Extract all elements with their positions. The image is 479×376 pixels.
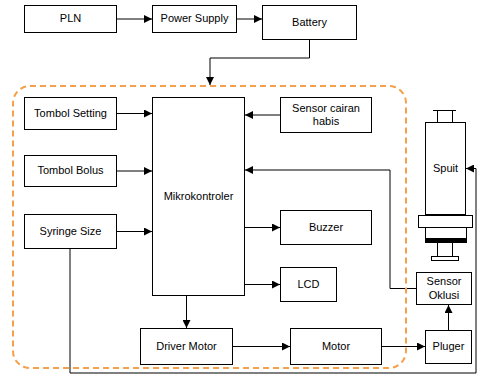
plunger-rod (438, 243, 453, 257)
connector-arrow (237, 19, 262, 20)
connector-arrow (245, 284, 280, 285)
node-label: Syringe Size (40, 225, 102, 238)
connector-arrow (70, 169, 476, 374)
plunger-seal (426, 239, 467, 243)
process-box: Driver Motor (140, 328, 233, 365)
process-box: PLN (24, 5, 117, 33)
connector-arrow (186, 296, 187, 328)
process-box: Spuit (425, 122, 466, 215)
syringe-cap (433, 110, 456, 111)
connector-arrow (245, 227, 280, 228)
connector-arrow (117, 171, 152, 172)
syringe-body-end (426, 228, 467, 239)
node-label: Driver Motor (156, 340, 217, 353)
connector-arrow (245, 115, 280, 116)
connector-arrow (117, 231, 152, 232)
connector-arrow (382, 346, 425, 347)
syringe-tip (438, 111, 453, 123)
process-box: Mikrokontroler (152, 97, 245, 296)
node-label: Buzzer (309, 221, 343, 234)
node-label: Sensor cairan habis (285, 102, 367, 128)
node-label: Sensor Oklusi (421, 275, 467, 301)
connector-arrow (233, 346, 290, 347)
process-box: Tombol Setting (24, 97, 117, 130)
node-label: Power Supply (161, 12, 229, 25)
process-box: Motor (290, 328, 382, 365)
connector-arrow (448, 305, 449, 330)
process-box: Sensor Oklusi (416, 272, 472, 305)
node-label: LCD (297, 278, 319, 291)
system-boundary: Tombol SettingMikrokontroler Sensor caira… (12, 85, 407, 369)
node-label: Spuit (433, 162, 458, 175)
process-box: Syringe Size (24, 214, 117, 249)
process-box: Sensor cairan habis (280, 97, 372, 133)
process-box: Power Supply (152, 5, 237, 33)
connector-arrow (117, 19, 152, 20)
node-label: Pluger (433, 340, 465, 353)
process-box: Pluger (425, 330, 472, 364)
node-label: Battery (292, 16, 327, 29)
process-box: Tombol Bolus (24, 155, 117, 187)
process-box: Buzzer (280, 210, 372, 245)
plunger-thumb (432, 257, 459, 261)
node-label: Tombol Bolus (37, 164, 103, 177)
connector-arrow (210, 40, 310, 85)
node-label: Tombol Setting (34, 107, 107, 120)
node-label: PLN (60, 12, 81, 25)
process-box: LCD (280, 267, 337, 302)
syringe-flange (419, 216, 473, 228)
process-box: Battery (262, 5, 357, 40)
node-label: Mikrokontroler (164, 190, 234, 203)
node-label: Motor (322, 340, 350, 353)
connector-arrow (117, 113, 152, 114)
